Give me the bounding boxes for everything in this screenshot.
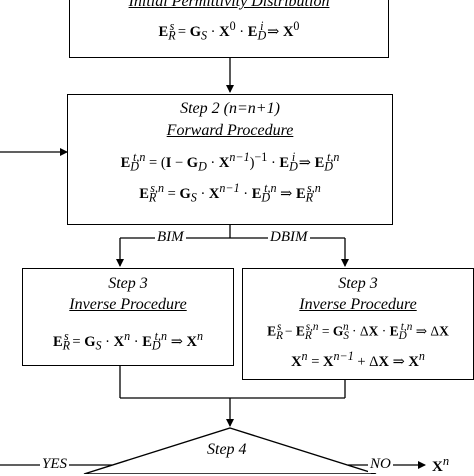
- yes-label: YES: [40, 456, 70, 473]
- step2-equation-2: ERs,n = GS · Xn−1 · EDt,n ⇒ ERs,n: [139, 181, 321, 205]
- step2-equation-1: EDt,n = (I − GD · Xn−1)−1 · EDi ⇒ EDt,n: [120, 150, 340, 174]
- initial-distribution-box: Initial Permittivity Distribution ERs = …: [69, 0, 389, 58]
- step3-bim-subtitle: Inverse Procedure: [69, 296, 187, 313]
- step4-decision-diamond: [83, 427, 377, 474]
- step3-dbim-subtitle: Inverse Procedure: [299, 296, 417, 313]
- box1-subtitle: Initial Permittivity Distribution: [128, 0, 330, 10]
- step2-title: Step 2 (n=n+1): [180, 100, 280, 117]
- step4-title: Step 4: [207, 441, 247, 458]
- step3-dbim-equation-1: ERs − ERs,n = GSn · ΔX · EDt,n ⇒ ΔX: [267, 321, 449, 343]
- step3-bim-title: Step 3: [108, 275, 148, 292]
- box1-equation: ERs = GS · X0 · EDi ⇒ X0: [158, 19, 300, 43]
- output-xn: Xn: [432, 454, 450, 475]
- step3-dbim-equation-2: Xn = Xn−1 + ΔX ⇒ Xn: [291, 349, 425, 370]
- step2-subtitle: Forward Procedure: [166, 122, 294, 139]
- no-label: NO: [368, 456, 393, 473]
- step3-bim-equation: ERs = GS · Xn · EDt,n ⇒ Xn: [52, 329, 203, 353]
- step3-bim-box: Step 3 Inverse Procedure ERs = GS · Xn ·…: [22, 268, 234, 366]
- step3-dbim-title: Step 3: [338, 275, 378, 292]
- branch-label-bim: BIM: [155, 229, 186, 246]
- step3-dbim-box: Step 3 Inverse Procedure ERs − ERs,n = G…: [242, 268, 474, 380]
- step2-forward-box: Step 2 (n=n+1) Forward Procedure EDt,n =…: [67, 94, 393, 225]
- branch-label-dbim: DBIM: [268, 229, 310, 246]
